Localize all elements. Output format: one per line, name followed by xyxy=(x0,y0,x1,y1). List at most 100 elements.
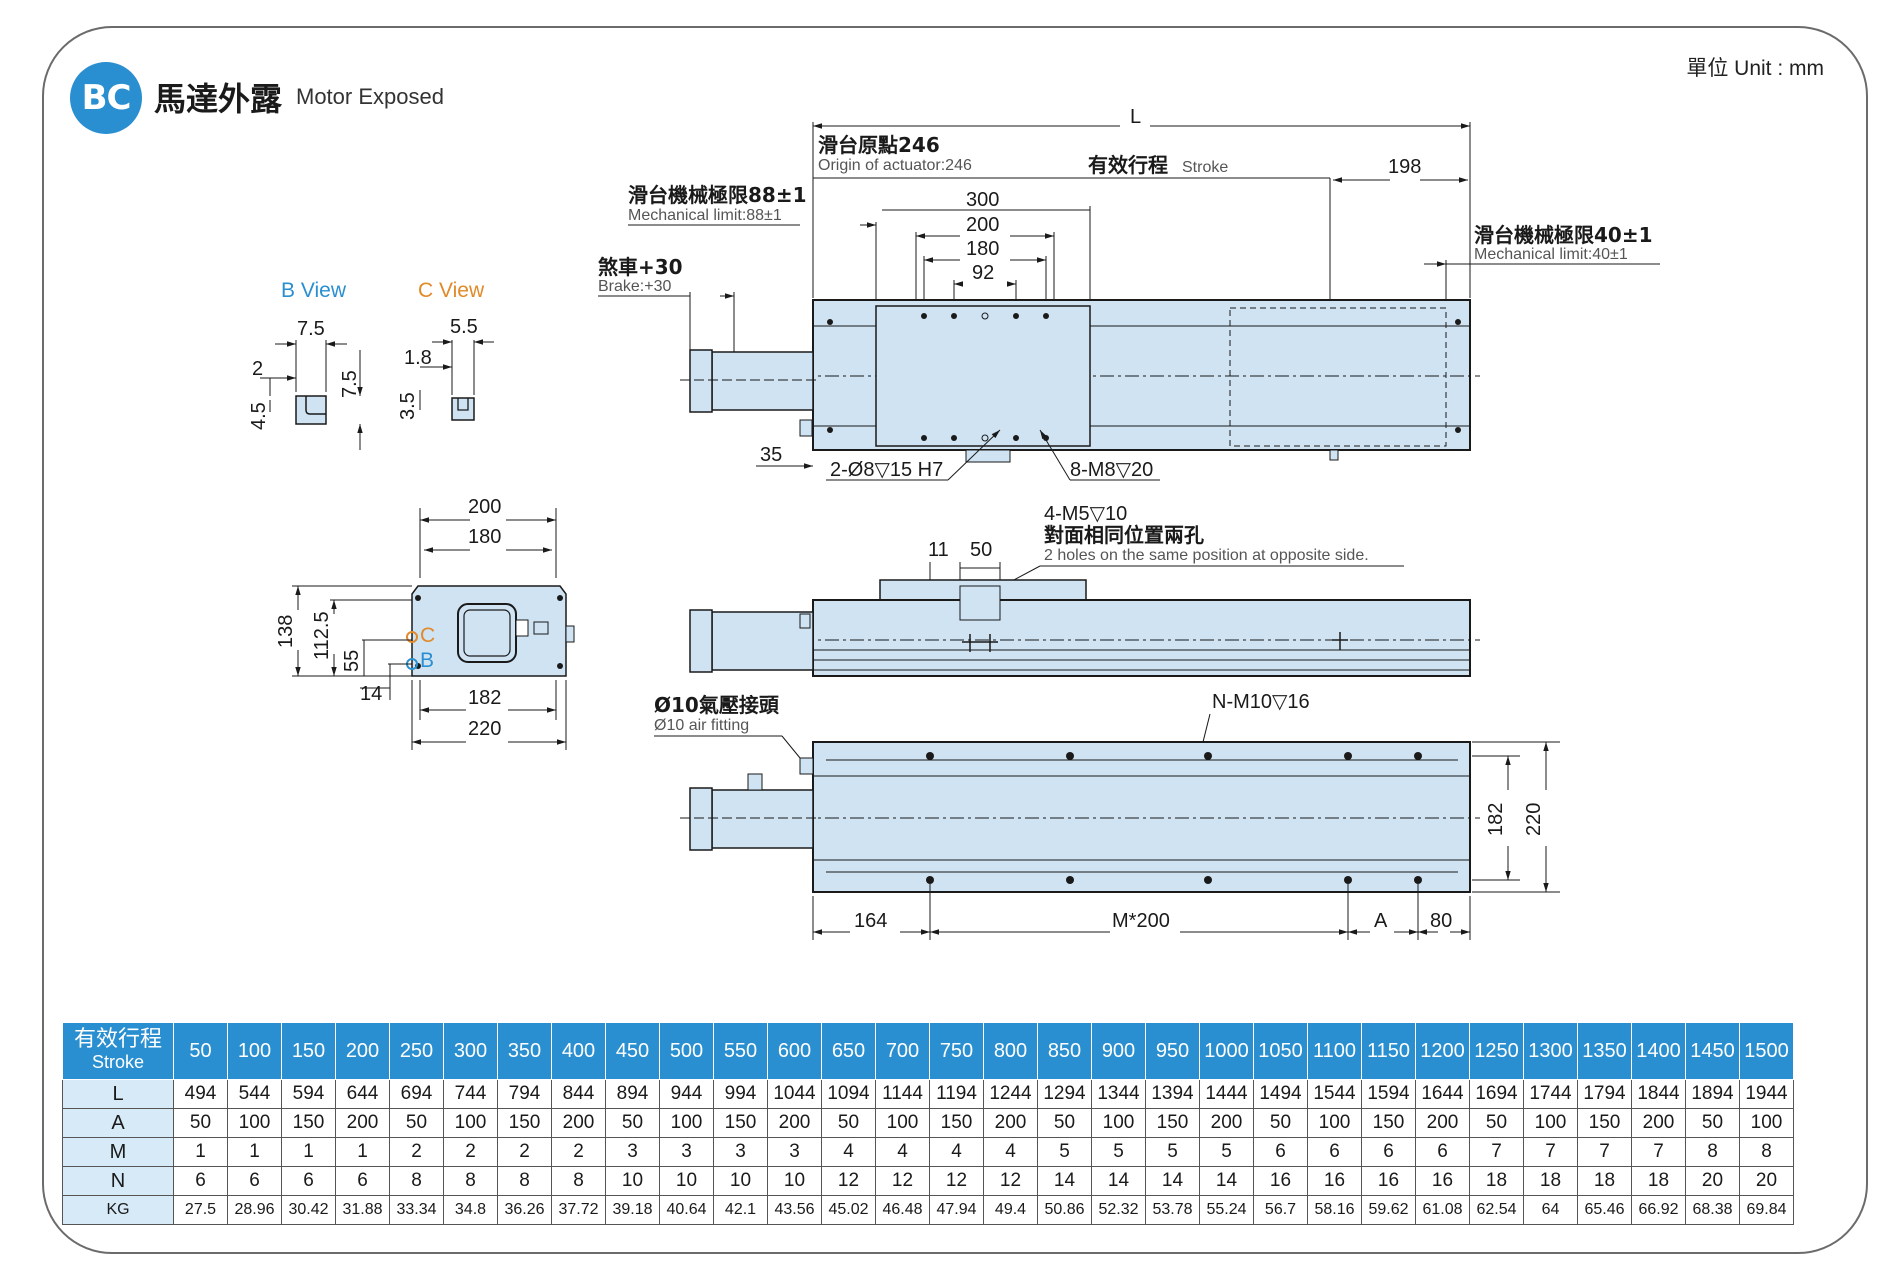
table-cell: 16 xyxy=(1415,1166,1470,1196)
table-head-stroke-value: 1050 xyxy=(1253,1022,1308,1080)
table-cell: 200 xyxy=(551,1108,606,1138)
table-head-stroke-value: 650 xyxy=(821,1022,876,1080)
table-head-stroke-value: 950 xyxy=(1145,1022,1200,1080)
table-cell: 1544 xyxy=(1307,1079,1362,1109)
table-cell: 1794 xyxy=(1577,1079,1632,1109)
table-cell: 844 xyxy=(551,1079,606,1109)
table-cell: 100 xyxy=(1523,1108,1578,1138)
b-dim-gap: 2 xyxy=(252,358,263,380)
dim-35: 35 xyxy=(760,444,782,466)
table-cell: 994 xyxy=(713,1079,768,1109)
table-cell: 56.7 xyxy=(1253,1195,1308,1225)
table-cell: 45.02 xyxy=(821,1195,876,1225)
table-head-stroke-value: 600 xyxy=(767,1022,822,1080)
c-view: C View 5.5 1.8 3.5 xyxy=(397,279,494,421)
table-cell: 34.8 xyxy=(443,1195,498,1225)
table-cell: 3 xyxy=(713,1137,768,1167)
table-cell: 53.78 xyxy=(1145,1195,1200,1225)
table-head-stroke-value: 250 xyxy=(389,1022,444,1080)
table-cell: 5 xyxy=(1037,1137,1092,1167)
table-cell: 1244 xyxy=(983,1079,1038,1109)
table-cell: 150 xyxy=(713,1108,768,1138)
dim-300: 300 xyxy=(966,189,999,211)
table-cell: 12 xyxy=(983,1166,1038,1196)
table-cell: 4 xyxy=(983,1137,1038,1167)
side-view: 4-M5▽10 對面相同位置兩孔 2 holes on the same pos… xyxy=(689,503,1480,677)
table-cell: 30.42 xyxy=(281,1195,336,1225)
table-cell: 31.88 xyxy=(335,1195,390,1225)
section-title-cn: 馬達外露 xyxy=(154,80,283,118)
table-head-stroke-value: 850 xyxy=(1037,1022,1092,1080)
table-cell: 1894 xyxy=(1685,1079,1740,1109)
dim-92: 92 xyxy=(972,262,994,284)
table-cell: 50 xyxy=(605,1108,660,1138)
table-cell: 7 xyxy=(1631,1137,1686,1167)
origin-label-cn: 滑台原點246 xyxy=(818,133,940,157)
dim-180: 180 xyxy=(966,238,999,260)
b-dim-height: 7.5 xyxy=(339,370,361,398)
table-cell: 18 xyxy=(1631,1166,1686,1196)
technical-drawing: B View 7.5 2 7.5 4.5 C View 5.5 1.8 3.5 xyxy=(248,106,1660,940)
table-cell: 4 xyxy=(821,1137,876,1167)
c-view-label: C View xyxy=(418,279,485,302)
table-head-stroke-value: 200 xyxy=(335,1022,390,1080)
end-dim-112-5: 112.5 xyxy=(311,611,333,660)
table-cell: 16 xyxy=(1253,1166,1308,1196)
table-cell: 12 xyxy=(821,1166,876,1196)
table-cell: 10 xyxy=(767,1166,822,1196)
table-head-stroke-value: 450 xyxy=(605,1022,660,1080)
table-cell: 3 xyxy=(659,1137,714,1167)
table-cell: 50 xyxy=(821,1108,876,1138)
dim-L: L xyxy=(1130,106,1141,128)
table-cell: 40.64 xyxy=(659,1195,714,1225)
table-cell: 1144 xyxy=(875,1079,930,1109)
table-cell: 6 xyxy=(227,1166,282,1196)
table-cell: 3 xyxy=(605,1137,660,1167)
table-head-stroke-value: 1400 xyxy=(1631,1022,1686,1080)
table-cell: 55.24 xyxy=(1199,1195,1254,1225)
table-cell: 12 xyxy=(875,1166,930,1196)
table-row-label: N xyxy=(62,1166,174,1196)
table-cell: 47.94 xyxy=(929,1195,984,1225)
stroke-label-cn: 有效行程 xyxy=(1088,153,1168,177)
table-cell: 1394 xyxy=(1145,1079,1200,1109)
table-cell: 12 xyxy=(929,1166,984,1196)
table-head-stroke-value: 400 xyxy=(551,1022,606,1080)
mech-left-en: Mechanical limit:88±1 xyxy=(628,207,782,224)
brake-label-cn: 煞車+30 xyxy=(598,255,683,279)
origin-label-en: Origin of actuator:246 xyxy=(818,157,972,174)
table-cell: 1494 xyxy=(1253,1079,1308,1109)
table-cell: 8 xyxy=(497,1166,552,1196)
table-head-stroke-value: 1450 xyxy=(1685,1022,1740,1080)
table-cell: 594 xyxy=(281,1079,336,1109)
mech-right-cn: 滑台機械極限40±1 xyxy=(1474,223,1653,247)
page-frame xyxy=(42,26,1868,1254)
table-cell: 1844 xyxy=(1631,1079,1686,1109)
fitting-label-cn: Ø10氣壓接頭 xyxy=(654,693,780,717)
table-cell: 68.38 xyxy=(1685,1195,1740,1225)
table-cell: 200 xyxy=(1199,1108,1254,1138)
table-cell: 1 xyxy=(281,1137,336,1167)
side-holes-en: 2 holes on the same position at opposite… xyxy=(1044,547,1369,564)
bottom-dim-a: A xyxy=(1374,910,1388,932)
table-cell: 6 xyxy=(335,1166,390,1196)
c-dim-gap: 1.8 xyxy=(404,347,432,369)
table-head-stroke-value: 900 xyxy=(1091,1022,1146,1080)
brake-label-en: Brake:+30 xyxy=(598,278,671,295)
table-cell: 6 xyxy=(1361,1137,1416,1167)
table-cell: 150 xyxy=(497,1108,552,1138)
mech-left-cn: 滑台機械極限88±1 xyxy=(628,183,807,207)
table-cell: 150 xyxy=(1361,1108,1416,1138)
table-cell: 10 xyxy=(605,1166,660,1196)
table-head-stroke-value: 1350 xyxy=(1577,1022,1632,1080)
table-cell: 2 xyxy=(497,1137,552,1167)
table-head-stroke-value: 1250 xyxy=(1469,1022,1524,1080)
table-cell: 14 xyxy=(1145,1166,1200,1196)
table-cell: 1 xyxy=(227,1137,282,1167)
table-cell: 50 xyxy=(1469,1108,1524,1138)
dim-200: 200 xyxy=(966,214,999,236)
table-cell: 1 xyxy=(335,1137,390,1167)
table-cell: 200 xyxy=(983,1108,1038,1138)
table-cell: 18 xyxy=(1577,1166,1632,1196)
